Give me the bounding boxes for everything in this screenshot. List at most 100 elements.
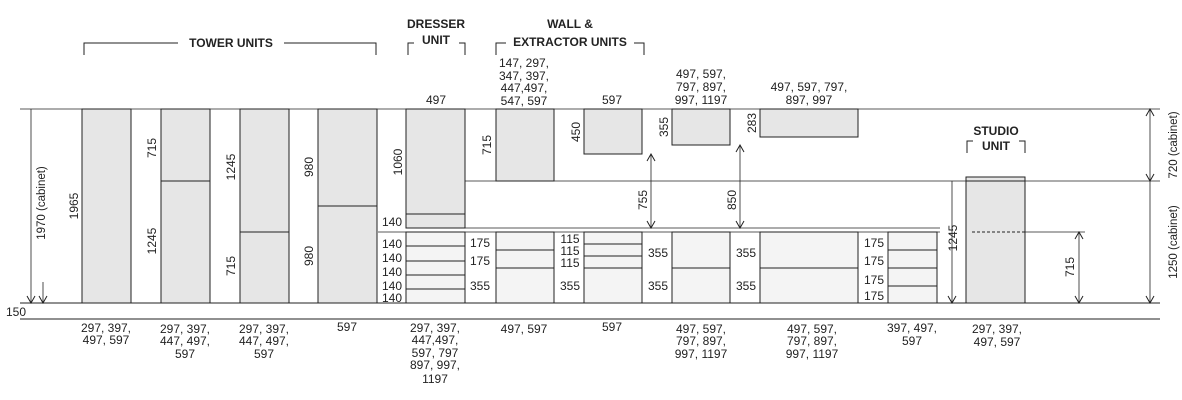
dresser-drawer-140-1: 140 bbox=[382, 237, 402, 251]
header-studio-line2: UNIT bbox=[982, 139, 1011, 153]
header-dresser-line2: UNIT bbox=[422, 33, 451, 47]
bottom-width-3-l3: 597 bbox=[254, 347, 274, 361]
bottom-width-9-l2: 797, 897, bbox=[787, 334, 837, 348]
tower2-height-1245: 1245 bbox=[145, 227, 159, 254]
left-dim-150-head bbox=[38, 295, 48, 305]
tower-unit-2 bbox=[160, 108, 211, 304]
header-dresser-line1: DRESSER bbox=[407, 17, 465, 31]
gap-height-850: 850 bbox=[725, 190, 739, 210]
height-150: 150 bbox=[6, 305, 26, 319]
bottom-width-2-l1: 297, 397, bbox=[160, 322, 210, 336]
bottom-width-6-l1: 497, 597 bbox=[501, 322, 548, 336]
header-wall-line1: WALL & bbox=[547, 17, 593, 31]
top-width-wall3-l2: 797, 897, bbox=[676, 80, 726, 94]
tower4-height-980-top: 980 bbox=[302, 157, 316, 177]
wall1-height-715: 715 bbox=[480, 135, 494, 155]
header-studio-line1: STUDIO bbox=[973, 124, 1018, 138]
base2-115-1: 115 bbox=[560, 232, 579, 246]
dresser-top-unit bbox=[405, 108, 466, 229]
dresser-drawer-140-4: 140 bbox=[382, 279, 402, 293]
base-run-1245-head-bottom bbox=[947, 295, 957, 305]
bottom-width-2-l3: 597 bbox=[175, 347, 195, 361]
gap-755-head-bottom bbox=[646, 220, 656, 230]
wall2-height-450: 450 bbox=[569, 122, 583, 142]
base5-175-1: 175 bbox=[864, 236, 884, 250]
dresser-drawer-140-5: 140 bbox=[382, 291, 402, 305]
gap-850-head-bottom bbox=[735, 220, 745, 230]
wall4-height-283: 283 bbox=[745, 113, 759, 133]
base3-355-top: 355 bbox=[648, 246, 668, 260]
side-label-left: 1970 (cabinet) bbox=[36, 166, 48, 240]
right-dim-bottom-head bbox=[1145, 295, 1155, 305]
top-width-wall2: 597 bbox=[602, 93, 622, 107]
tower2-height-715: 715 bbox=[145, 138, 159, 158]
header-wall-line2: EXTRACTOR UNITS bbox=[513, 35, 627, 49]
bottom-width-8-l3: 997, 1197 bbox=[675, 347, 728, 361]
bottom-width-5-l1: 297, 397, bbox=[410, 321, 460, 335]
base1-355: 355 bbox=[470, 279, 490, 293]
bottom-width-11-l1: 297, 397, bbox=[972, 322, 1022, 336]
wall-unit-3 bbox=[671, 108, 731, 146]
bottom-width-8-l2: 797, 897, bbox=[676, 334, 726, 348]
base-run-height-1245: 1245 bbox=[946, 224, 960, 251]
tower4-height-980-bottom: 980 bbox=[302, 246, 316, 266]
bottom-width-3-l1: 297, 397, bbox=[239, 322, 289, 336]
gap-755-head-top bbox=[646, 152, 656, 162]
tower-unit-1 bbox=[81, 108, 132, 304]
wall-unit-2 bbox=[583, 108, 643, 155]
bottom-width-1-l1: 297, 397, bbox=[81, 321, 131, 335]
header-tower-units: TOWER UNITS bbox=[189, 36, 273, 50]
top-width-wall4-l2: 897, 997 bbox=[786, 93, 833, 107]
base5-175-2: 175 bbox=[864, 254, 884, 268]
base5-175-4: 175 bbox=[864, 289, 884, 303]
base5-175-3: 175 bbox=[864, 273, 884, 287]
header-wall-bracket bbox=[495, 42, 645, 55]
dresser-base-unit bbox=[405, 231, 466, 304]
bottom-width-5-l4: 897, 997, bbox=[410, 358, 460, 372]
bottom-width-5-l3: 597, 797 bbox=[412, 346, 459, 360]
header-tower-bracket bbox=[83, 42, 377, 55]
base2-115-2: 115 bbox=[560, 244, 579, 258]
dresser-drawer-140-3: 140 bbox=[382, 265, 402, 279]
top-width-dresser: 497 bbox=[426, 93, 446, 107]
bottom-width-3-l2: 447, 497, bbox=[239, 334, 289, 348]
base1-175-2: 175 bbox=[470, 254, 490, 268]
bottom-width-8-l1: 497, 597, bbox=[676, 322, 726, 336]
studio-715-head-top bbox=[1074, 230, 1084, 240]
dresser-height-140-top: 140 bbox=[382, 215, 402, 229]
bottom-width-5-l5: 1197 bbox=[422, 372, 448, 386]
top-width-wall3-l1: 497, 597, bbox=[676, 67, 726, 81]
wall-unit-1 bbox=[495, 108, 555, 182]
bottom-width-10-l2: 597 bbox=[902, 334, 922, 348]
bottom-widths: 297, 397, 497, 597 297, 397, 447, 497, 5… bbox=[81, 320, 1022, 386]
gap-850-head-top bbox=[735, 143, 745, 153]
base4-355-bottom: 355 bbox=[736, 279, 756, 293]
tower1-height-1965: 1965 bbox=[67, 192, 81, 219]
bottom-width-4-l1: 597 bbox=[337, 320, 357, 334]
bottom-width-5-l2: 447,497, bbox=[412, 333, 459, 347]
bottom-width-11-l2: 497, 597 bbox=[974, 335, 1021, 349]
top-width-wall1-l4: 547, 597 bbox=[501, 94, 548, 108]
bottom-width-9-l1: 497, 597, bbox=[787, 322, 837, 336]
base1-175-1: 175 bbox=[470, 236, 490, 250]
top-width-wall1-l3: 447,497, bbox=[501, 81, 548, 95]
header-dresser-bracket bbox=[407, 42, 466, 55]
tower3-height-715: 715 bbox=[224, 256, 238, 276]
base4-355-top: 355 bbox=[736, 246, 756, 260]
base3-355-bottom: 355 bbox=[648, 279, 668, 293]
gap-height-755: 755 bbox=[636, 190, 650, 210]
tower-unit-3 bbox=[239, 108, 290, 304]
studio-715-head-bottom bbox=[1074, 295, 1084, 305]
side-label-right-bottom: 1250 (cabinet) bbox=[1168, 205, 1180, 279]
tower3-height-1245: 1245 bbox=[224, 153, 238, 180]
dresser-drawer-140-2: 140 bbox=[382, 251, 402, 265]
base2-115-3: 115 bbox=[560, 256, 579, 270]
wall-unit-4 bbox=[759, 108, 859, 138]
bottom-width-10-l1: 397, 497, bbox=[887, 321, 937, 335]
left-dim-arrow-head bbox=[26, 295, 36, 305]
top-width-wall4-l1: 497, 597, 797, bbox=[771, 80, 848, 94]
bottom-width-9-l3: 997, 1197 bbox=[786, 347, 839, 361]
side-label-right-top: 720 (cabinet) bbox=[1168, 111, 1180, 178]
studio-height-715: 715 bbox=[1063, 257, 1077, 277]
top-width-wall1-l1: 147, 297, bbox=[499, 56, 549, 70]
